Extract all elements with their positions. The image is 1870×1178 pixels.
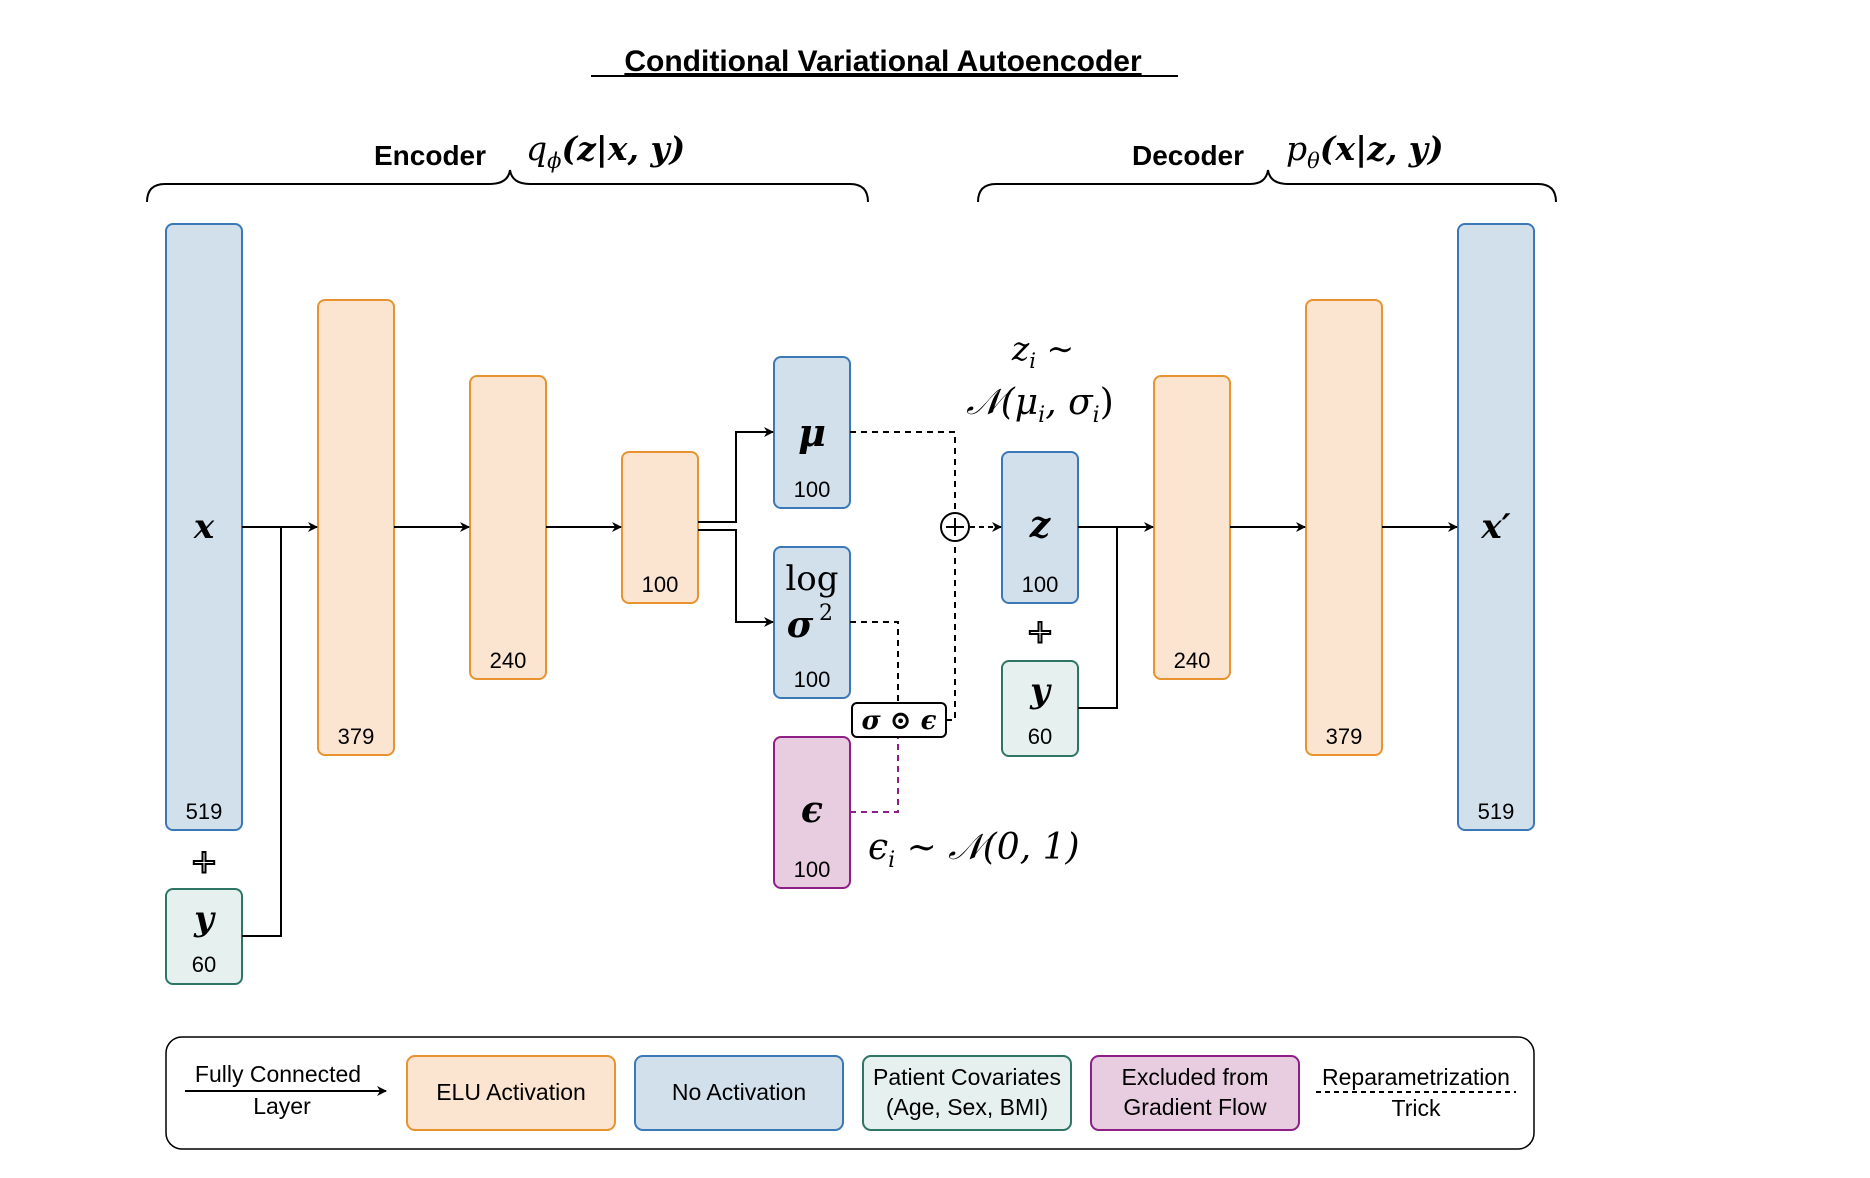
layer-x-input-symbol: x <box>193 507 215 547</box>
dashed-logvar-to-product <box>850 621 899 703</box>
legend-fc-line2: Layer <box>253 1093 311 1119</box>
layer-logvar-log: log <box>785 559 838 599</box>
layer-encoder-2-size: 240 <box>490 648 527 673</box>
plus-sign-encoder: + <box>192 838 217 885</box>
legend-excl-line2: Gradient Flow <box>1123 1094 1267 1120</box>
layer-y-encoder-size: 60 <box>192 952 216 977</box>
z-distribution-line2: 𝒩(μi, σi) <box>966 382 1114 428</box>
legend-elu-label: ELU Activation <box>436 1079 586 1105</box>
decoder-label: Decoder <box>1132 140 1244 171</box>
layer-encoder-2 <box>469 375 547 680</box>
layer-decoder-2 <box>1305 299 1383 756</box>
dashed-product-to-sum <box>946 543 956 721</box>
legend-noact-swatch <box>634 1055 844 1131</box>
line-y-decoder-merge <box>1078 527 1118 709</box>
legend-cov-line1: Patient Covariates <box>873 1064 1061 1090</box>
layer-epsilon-size: 100 <box>794 857 831 882</box>
decoder-brace <box>977 169 1557 203</box>
legend-cov-swatch <box>862 1055 1072 1131</box>
legend-rep-line1: Reparametrization <box>1322 1064 1510 1090</box>
encoder-label: Encoder <box>374 140 486 171</box>
layer-z-symbol: z <box>1029 504 1052 546</box>
layer-logvar-sup: 2 <box>819 601 833 626</box>
sigma-epsilon-label: σ ⊙ ϵ <box>862 706 937 736</box>
layer-z-size: 100 <box>1022 572 1059 597</box>
reparametrization-lines <box>850 431 1002 721</box>
layer-x-output-size: 519 <box>1478 799 1515 824</box>
legend-fc-line1: Fully Connected <box>195 1061 361 1087</box>
layer-y-encoder-symbol: y <box>193 899 216 939</box>
layer-encoder-1-size: 379 <box>338 724 375 749</box>
legend-rep-line2: Trick <box>1392 1095 1441 1121</box>
encoder-brace <box>146 169 869 203</box>
layer-encoder-1 <box>317 299 395 756</box>
legend-noact-label: No Activation <box>672 1079 806 1105</box>
layer-encoder-3-size: 100 <box>642 572 679 597</box>
arrow-enc3-to-mu <box>698 427 774 523</box>
dashed-epsilon-to-product <box>850 737 899 813</box>
layer-decoder-2-size: 379 <box>1326 724 1363 749</box>
layer-decoder-1 <box>1153 375 1231 680</box>
layer-logvar-symbol: σ <box>787 604 814 646</box>
layer-decoder-1-size: 240 <box>1174 648 1211 673</box>
layer-logvar-size: 100 <box>794 667 831 692</box>
layer-x-output-symbol: x′ <box>1480 507 1510 547</box>
legend-elu-swatch <box>406 1055 616 1131</box>
sigma-epsilon-box <box>851 702 947 738</box>
z-distribution-line1: zi ∼ <box>1011 329 1074 373</box>
fully-connected-arrows <box>242 427 1458 937</box>
layer-mu-size: 100 <box>794 477 831 502</box>
diagram-title: Conditional Variational Autoencoder <box>624 45 1142 78</box>
legend-cov-line2: (Age, Sex, BMI) <box>886 1094 1048 1120</box>
epsilon-distribution: ϵi ∼ 𝒩(0, 1) <box>868 827 1080 873</box>
layer-y-decoder-size: 60 <box>1028 724 1052 749</box>
plus-sign-decoder: + <box>1028 608 1053 655</box>
layer-epsilon-symbol: ϵ <box>801 789 823 831</box>
layer-mu-symbol: μ <box>798 410 826 455</box>
line-y-encoder-merge <box>242 527 282 937</box>
layer-x-input-size: 519 <box>186 799 223 824</box>
legend-excl-line1: Excluded from <box>1121 1064 1268 1090</box>
layer-y-decoder-symbol: y <box>1029 671 1052 711</box>
arrow-enc3-to-logvar <box>698 529 774 627</box>
layer-x-output <box>1457 223 1535 831</box>
legend-excl-swatch <box>1090 1055 1300 1131</box>
dashed-mu-to-sum <box>850 431 956 512</box>
decoder-formula: pθ(x|z, y) <box>1286 129 1444 173</box>
encoder-formula: qϕ(z|x, y) <box>526 129 685 173</box>
layer-encoder-3 <box>621 451 699 604</box>
